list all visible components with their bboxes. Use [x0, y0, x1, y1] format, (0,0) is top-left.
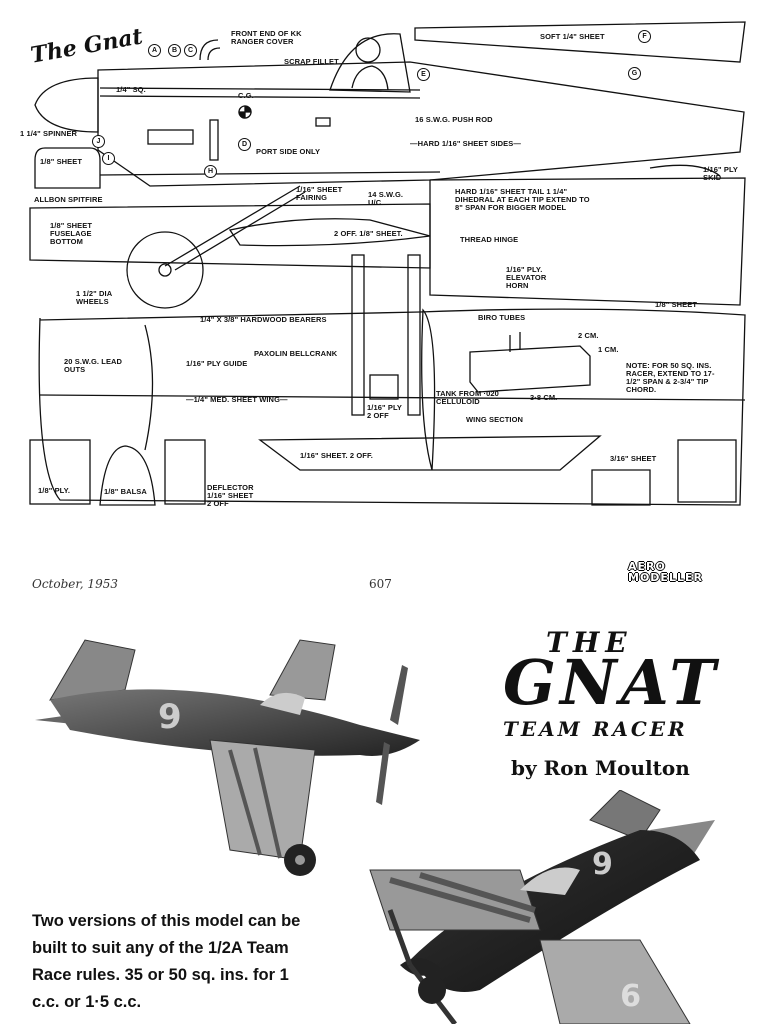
label-ply-skid: 1/16" PLY SKID [703, 165, 738, 182]
label-fairing: 1/16" SHEET FAIRING [296, 185, 343, 202]
page-number: 607 [369, 577, 392, 591]
label-deflector: DEFLECTOR 1/16" SHEET 2 OFF [207, 483, 254, 508]
publisher-line-1: AERO [628, 560, 666, 573]
label-port-side: PORT SIDE ONLY [256, 147, 321, 156]
model-plan-drawing: The Gnat A B C D E F G H I J FRONT END O… [20, 21, 746, 508]
label-tail-note: HARD 1/16" SHEET TAIL 1 1/4" DIHEDRAL AT… [455, 187, 590, 212]
label-cg: C.G. [238, 91, 254, 100]
label-uc: 14 S.W.G. U/C [368, 190, 404, 207]
aircraft-2-wing-number: 9 [620, 976, 641, 1011]
label-fuselage-bottom: 1/8" SHEET FUSELAGE BOTTOM [50, 221, 93, 246]
label-ply2off: 1/16" PLY 2 OFF [367, 403, 402, 420]
part-g [258, 435, 602, 471]
label-scrap-fillet: SCRAP FILLET [284, 57, 339, 66]
label-bellcrank: PAXOLIN BELLCRANK [254, 349, 338, 358]
label-lead-outs: 20 S.W.G. LEAD OUTS [64, 357, 123, 374]
label-bearers: 1/4" X 3/8" HARDWOOD BEARERS [200, 315, 327, 324]
plan-letter-j: J [92, 135, 105, 148]
aircraft-1-number: 9 [158, 697, 182, 737]
label-front-end: FRONT END OF KK RANGER COVER [231, 29, 302, 46]
pilot-head [355, 37, 381, 63]
plan-letter-d: D [238, 138, 251, 151]
plan-letter-a: A [148, 44, 161, 57]
aircraft-photo-2: 9 9 [369, 790, 715, 1024]
article-intro: Two versions of this model can be built … [32, 912, 301, 1011]
plan-letter-b: B [168, 44, 181, 57]
label-hard-sides: —HARD 1/16" SHEET SIDES— [410, 139, 521, 148]
spinner-outline [34, 77, 99, 133]
label-elevator-horn: 1/16" PLY. ELEVATOR HORN [506, 265, 547, 290]
title-subtitle: TEAM RACER [503, 717, 688, 741]
label-wing-section: WING SECTION [466, 415, 524, 424]
label-tank: TANK FROM ·020 CELLULOID [436, 389, 499, 406]
part-h [164, 439, 206, 505]
plan-letter-g: G [628, 67, 641, 80]
plan-letter-i: I [102, 152, 115, 165]
plan-line-art [29, 21, 746, 506]
plan-letter-e: E [417, 68, 430, 81]
label-sheet-g: 1/16" SHEET. 2 OFF. [300, 451, 373, 460]
label-note: NOTE: FOR 50 SQ. INS. RACER, EXTEND TO 1… [626, 361, 715, 394]
label-push-rod: 16 S.W.G. PUSH ROD [415, 115, 493, 124]
aircraft-2-number: 9 [592, 847, 613, 882]
plan-letter-h: H [204, 165, 217, 178]
part-d [29, 439, 91, 505]
label-two-off: 2 OFF. 1/8" SHEET. [334, 229, 403, 238]
tailplane [429, 177, 746, 306]
label-med-sheet: —1/4" MED. SHEET WING— [186, 395, 288, 404]
label-allbon: ALLBON SPITFIRE [34, 195, 103, 204]
label-sq: 1/4" SQ. [116, 85, 146, 94]
part-i [677, 439, 737, 503]
wheel [126, 231, 204, 309]
label-cm1: 1 CM. [598, 345, 619, 354]
label-cm38: 3·8 CM. [530, 393, 558, 402]
publisher-line-2: MODELLER [628, 571, 703, 584]
aircraft-photo-1: 9 [35, 639, 420, 876]
label-sheet-c: 1/8" SHEET [655, 300, 698, 309]
canopy [329, 33, 411, 93]
label-spinner: 1 1/4" SPINNER [20, 129, 78, 138]
label-cm2: 2 CM. [578, 331, 599, 340]
label-biro: BIRO TUBES [478, 313, 526, 322]
label-wheels: 1 1/2" DIA WHEELS [76, 289, 112, 306]
label-sheet-18: 1/8" SHEET [40, 157, 83, 166]
label-balsa-e: 1/8" BALSA [104, 487, 147, 496]
magazine-page: October, 1953 607 AERO MODELLER 9 [0, 540, 768, 1024]
fuel-tank [469, 345, 591, 393]
label-ply-guide: 1/16" PLY GUIDE [186, 359, 248, 368]
label-thread-hinge: THREAD HINGE [460, 235, 519, 244]
title-the: THE [546, 626, 633, 659]
wing-planform [38, 308, 746, 506]
title-gnat: GNAT [503, 646, 720, 719]
plan-letter-f: F [638, 30, 651, 43]
soft-sheet-piece [414, 21, 746, 63]
publisher-logo: AERO MODELLER [628, 561, 728, 583]
byline: by Ron Moulton [511, 756, 690, 780]
wing-section [421, 308, 436, 471]
plan-letter-c: C [184, 44, 197, 57]
undercarriage-leg [164, 185, 306, 271]
part-e [99, 445, 156, 506]
label-sheet-316: 3/16" SHEET [610, 454, 657, 463]
label-soft-sheet: SOFT 1/4" SHEET [540, 32, 605, 41]
part-j [591, 469, 651, 506]
issue-date: October, 1953 [32, 577, 118, 591]
label-ply-d: 1/8" PLY. [38, 486, 71, 495]
